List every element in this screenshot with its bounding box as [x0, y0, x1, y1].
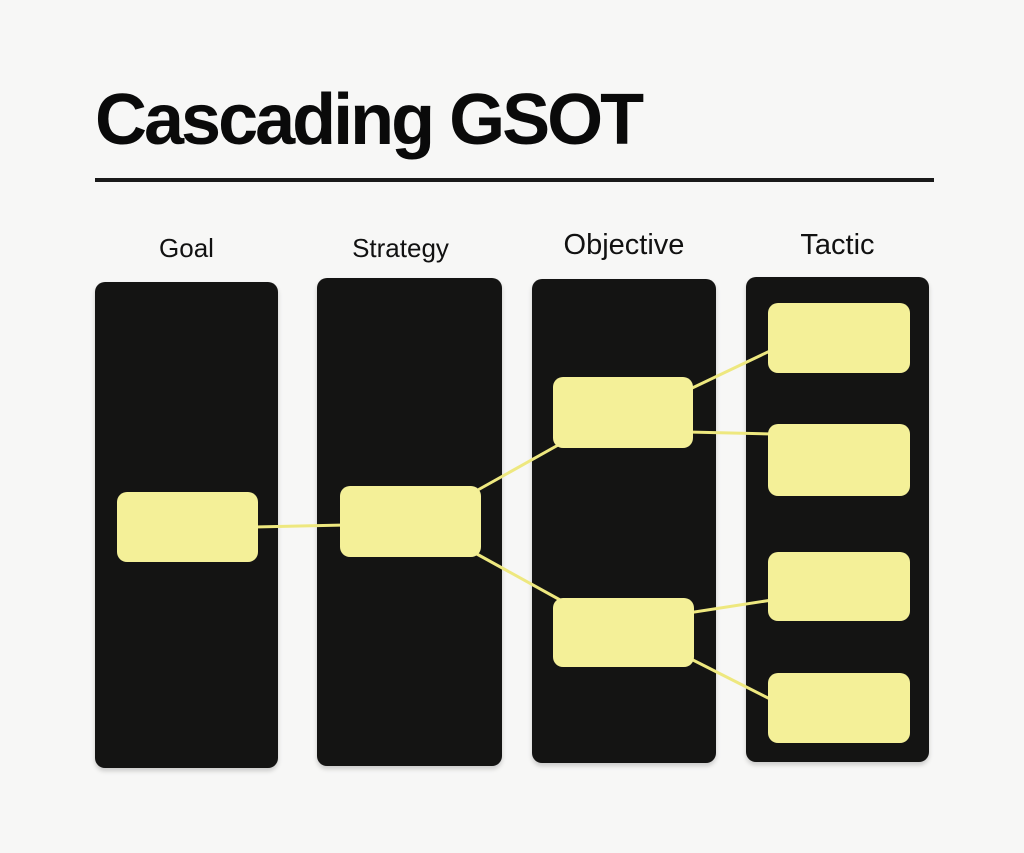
edge-objective2-tactic3	[687, 598, 773, 615]
title-underline-rule	[95, 178, 934, 182]
objective-node-1	[553, 377, 693, 448]
edge-objective2-tactic4	[686, 655, 773, 702]
edge-strategy1-objective1	[475, 442, 561, 493]
edge-objective1-tactic2	[687, 430, 773, 436]
column-objective	[532, 279, 716, 763]
column-label-goal: Goal	[159, 233, 214, 263]
column-label-tactic: Tactic	[800, 229, 875, 261]
page-title: Cascading GSOT	[95, 80, 644, 160]
strategy-node-1	[340, 486, 481, 557]
column-label-objective: Objective	[563, 229, 685, 261]
edge-strategy1-objective2	[474, 551, 563, 603]
edge-goal1-strategy1	[251, 523, 347, 529]
tactic-node-3	[768, 552, 910, 621]
tactic-node-2	[768, 424, 910, 496]
objective-node-2	[553, 598, 694, 667]
column-label-strategy: Strategy	[352, 233, 449, 263]
tactic-node-4	[768, 673, 910, 743]
goal-node-1	[117, 492, 258, 562]
tactic-node-1	[768, 303, 910, 373]
edge-objective1-tactic1	[687, 348, 773, 392]
